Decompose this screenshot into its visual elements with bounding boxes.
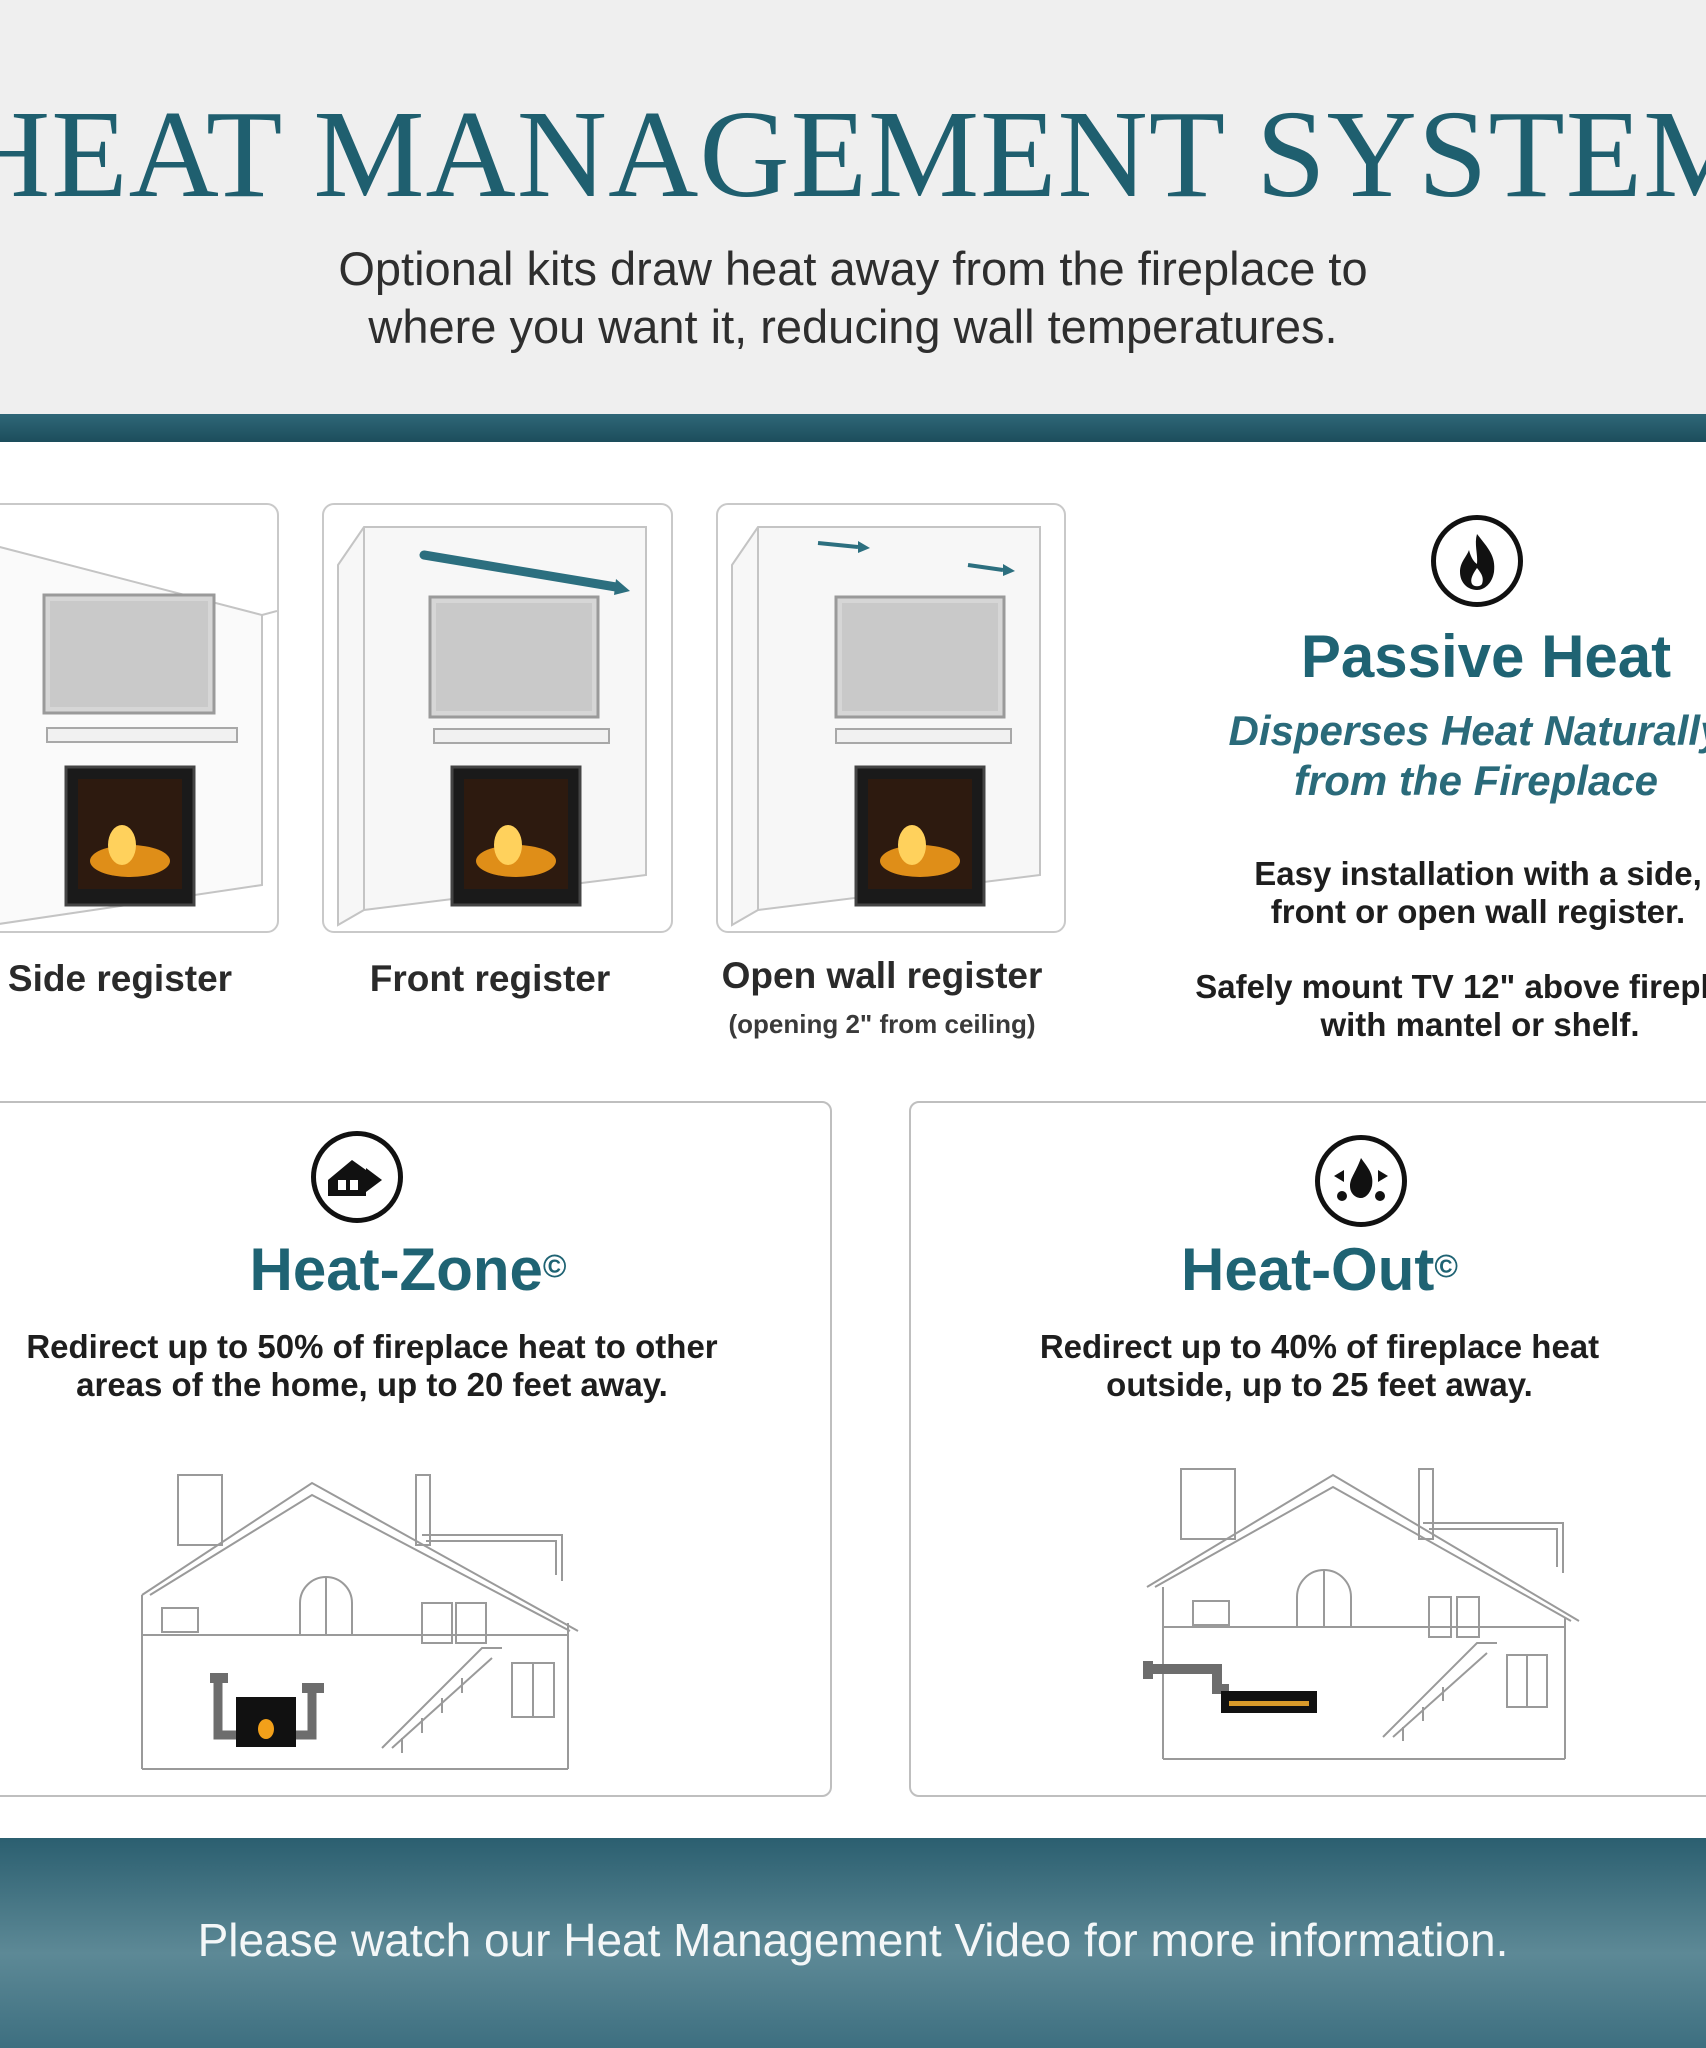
front-register-illustration [322,503,673,933]
passive-heat-text2-line-2: with mantel or shelf. [1320,1006,1640,1043]
passive-heat-text1-line-1: Easy installation with a side, [1254,855,1702,892]
heat-zone-title: Heat-Zone© [0,1235,830,1305]
open-wall-register-label: Open wall register [721,955,1043,996]
passive-heat-installation-text: Easy installation with a side, front or … [1178,855,1706,931]
flames-arrows-icon [1315,1135,1407,1227]
flame-icon [1431,515,1523,607]
divider-band [0,414,1706,442]
open-wall-register-note: (opening 2" from ceiling) [728,1009,1036,1039]
page-title: HEAT MANAGEMENT SYSTEM [0,86,1706,224]
heat-out-description: Redirect up to 40% of fireplace heat out… [911,1328,1706,1404]
heat-out-house-diagram [1143,1468,1580,1760]
heat-out-text-line-2: outside, up to 25 feet away. [1106,1366,1533,1403]
heat-out-copyright-mark: © [1434,1248,1458,1284]
passive-heat-text1-line-2: front or open wall register. [1270,893,1686,930]
footer-banner: Please watch our Heat Management Video f… [0,1838,1706,2048]
heat-zone-house-diagram [141,1474,579,1770]
page-subtitle: Optional kits draw heat away from the fi… [253,240,1453,356]
open-wall-register-illustration [716,503,1066,933]
heat-out-text-line-1: Redirect up to 40% of fireplace heat [1039,1328,1600,1365]
heat-zone-description: Redirect up to 50% of fireplace heat to … [0,1328,762,1404]
house-arrow-icon [311,1131,403,1223]
subtitle-line-2: where you want it, reducing wall tempera… [368,300,1338,353]
front-register-label: Front register [369,958,611,999]
subtitle-line-1: Optional kits draw heat away from the fi… [338,242,1368,295]
passive-heat-subtitle-line-1: Disperses Heat Naturally [1228,707,1706,754]
heat-out-card: Heat-Out© Redirect up to 40% of fireplac… [909,1101,1706,1797]
passive-heat-subtitle: Disperses Heat Naturally from the Firepl… [1176,706,1706,806]
passive-heat-title: Passive Heat [1300,623,1672,690]
footer-message: Please watch our Heat Management Video f… [197,1914,1509,1966]
passive-heat-text2-line-1: Safely mount TV 12" above fireplace [1195,968,1706,1005]
heat-zone-text-line-1: Redirect up to 50% of fireplace heat to … [26,1328,718,1365]
header-banner: HEAT MANAGEMENT SYSTEM Optional kits dra… [0,0,1706,418]
heat-zone-card: Heat-Zone© Redirect up to 50% of firepla… [0,1101,832,1797]
heat-zone-copyright-mark: © [542,1248,567,1284]
heat-out-title-text: Heat-Out [1181,1236,1435,1303]
heat-zone-text-line-2: areas of the home, up to 20 feet away. [76,1366,668,1403]
passive-heat-subtitle-line-2: from the Fireplace [1293,757,1659,804]
passive-heat-tv-text: Safely mount TV 12" above fireplace with… [1180,968,1706,1044]
side-register-label: Side register [7,958,233,999]
side-register-illustration [0,503,279,933]
heat-zone-title-text: Heat-Zone [249,1236,543,1303]
heat-out-title: Heat-Out© [911,1235,1706,1305]
